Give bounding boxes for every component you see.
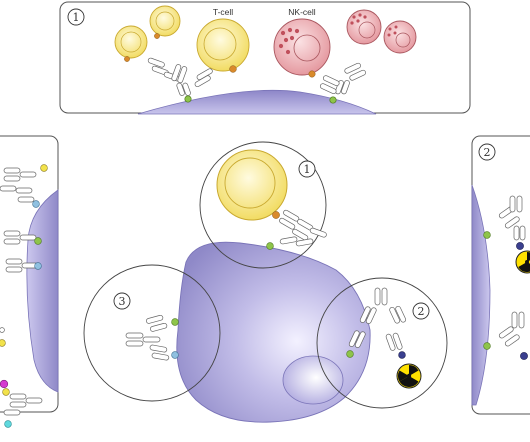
right-antibodies bbox=[498, 195, 526, 347]
tcell-label: T-cell bbox=[213, 7, 233, 17]
small-tcell-2 bbox=[149, 5, 181, 39]
chelator-center bbox=[398, 351, 406, 359]
small-nkcell-2 bbox=[383, 20, 417, 54]
tcell-top bbox=[196, 18, 250, 73]
nkcell-label: NK-cell bbox=[288, 7, 316, 17]
zoom-circle-radio: 2 bbox=[316, 277, 448, 409]
bispecific-antibody-1 bbox=[279, 209, 327, 247]
antigen-bispecific-blue bbox=[171, 351, 179, 359]
top-panel-number: 1 bbox=[67, 8, 85, 26]
left-panel bbox=[0, 135, 59, 428]
left-antigen-blue-1 bbox=[32, 200, 40, 208]
zoom-circle-bispecific: 3 bbox=[83, 264, 221, 402]
left-antigen-magenta bbox=[0, 379, 9, 389]
antigen-tcell-circle bbox=[266, 242, 274, 250]
top-panel: 1 T-cell NK-cell bbox=[59, 1, 471, 115]
left-antibodies bbox=[0, 167, 43, 416]
right-tumor-side bbox=[471, 184, 491, 406]
top-panel-number-label: 1 bbox=[73, 11, 80, 24]
nkcell-top bbox=[273, 18, 331, 78]
antibody-top-left bbox=[147, 57, 213, 103]
right-panel-number-label: 2 bbox=[484, 146, 491, 159]
radio-antibody bbox=[348, 287, 407, 351]
right-chelator-2 bbox=[520, 352, 528, 360]
left-antigen-yellow bbox=[40, 164, 48, 172]
tumor-nucleus bbox=[282, 355, 344, 405]
circle-tcell-number: 1 bbox=[304, 163, 311, 176]
left-fragment bbox=[0, 327, 5, 333]
small-tcell-1 bbox=[114, 25, 148, 62]
tumor-cell bbox=[176, 241, 371, 423]
left-antigen-green bbox=[34, 237, 42, 245]
tcell-engaged bbox=[216, 149, 288, 221]
left-antigen-yellow-3 bbox=[2, 388, 10, 396]
right-antigen-green-2 bbox=[483, 342, 491, 350]
center-diagram: 1 2 bbox=[83, 141, 448, 423]
right-panel: 2 bbox=[471, 135, 530, 415]
circle-radio-number: 2 bbox=[418, 305, 425, 318]
right-chelator-1 bbox=[516, 242, 524, 250]
left-antigen-blue-2 bbox=[34, 262, 42, 270]
right-antigen-green-1 bbox=[483, 231, 491, 239]
circle-bispecific-number: 3 bbox=[119, 295, 126, 308]
antigen-radio-circle bbox=[346, 350, 354, 358]
small-nkcell-1 bbox=[346, 9, 382, 45]
zoom-circle-tcell: 1 bbox=[199, 141, 327, 269]
left-antigen-yellow-2 bbox=[0, 339, 6, 347]
antigen-bispecific-green bbox=[171, 318, 179, 326]
right-panel-number: 2 bbox=[478, 143, 496, 161]
bispecific-antibody-3 bbox=[125, 314, 170, 361]
antibody-top-right bbox=[319, 62, 366, 104]
radiation-icon bbox=[396, 363, 422, 389]
left-antigen-cyan bbox=[4, 420, 12, 428]
right-radiation-icon bbox=[515, 250, 530, 274]
